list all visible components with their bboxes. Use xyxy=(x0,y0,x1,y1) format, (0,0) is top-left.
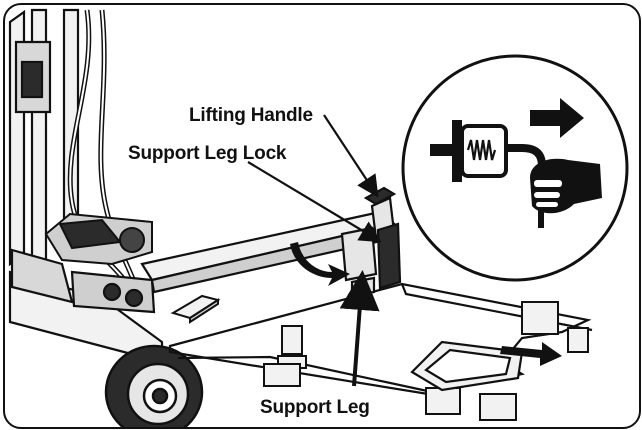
lifting-handle-label: Lifting Handle xyxy=(189,105,313,126)
engine xyxy=(44,212,153,266)
support-leg-assembly xyxy=(340,186,402,298)
support-leg-lock-label: Support Leg Lock xyxy=(128,143,287,164)
machine-mast xyxy=(8,8,80,274)
hand-grip-icon xyxy=(530,158,602,228)
rotate-arrow-icon xyxy=(290,242,350,286)
support-leg-label: Support Leg xyxy=(260,397,370,418)
pallet-blocks xyxy=(170,294,589,421)
support-leg-lock-leader xyxy=(247,161,382,243)
machine-illustration xyxy=(8,8,629,427)
right-arrow-icon xyxy=(530,98,584,138)
lifting-handle-leader xyxy=(323,114,379,198)
pallet-outline xyxy=(168,282,593,396)
pull-pin-instruction-icon xyxy=(401,54,629,282)
slide-arrow-icon xyxy=(500,342,562,366)
wheel xyxy=(104,344,204,427)
diagram-frame: Lifting Handle Support Leg Lock Support … xyxy=(3,3,641,429)
swing-plate xyxy=(410,340,524,392)
base-frame xyxy=(8,248,164,364)
support-leg-leader xyxy=(339,270,380,387)
